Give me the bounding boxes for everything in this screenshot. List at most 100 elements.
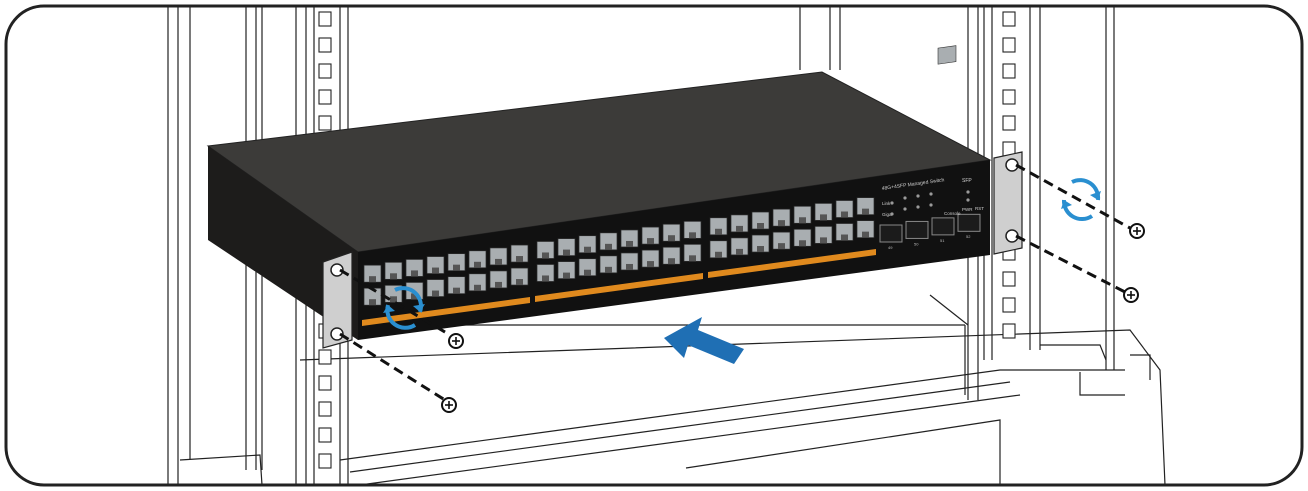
port-latch — [736, 248, 743, 255]
rail-hole — [318, 375, 332, 391]
port-latch — [799, 217, 806, 224]
port-latch — [689, 255, 696, 262]
sfp-port-number: 51 — [940, 238, 945, 243]
sfp-port — [879, 224, 903, 243]
rail-hole — [318, 89, 332, 105]
rail-hole — [1002, 37, 1016, 53]
switch-side-panel — [208, 146, 358, 340]
port-latch — [542, 252, 549, 259]
rail-hole — [318, 453, 332, 469]
rail-hole — [1002, 11, 1016, 27]
status-led — [916, 205, 920, 209]
port-latch — [432, 267, 439, 274]
console-label: Console — [944, 211, 961, 216]
port-latch — [432, 290, 439, 297]
port-latch — [411, 293, 418, 300]
sfp-port-numbers: 49 50 51 52 — [888, 234, 971, 250]
status-led — [966, 198, 970, 202]
rail-hole — [318, 427, 332, 443]
port-latch — [757, 223, 764, 230]
port-group-strip-2 — [535, 273, 703, 302]
push-arrow-icon — [664, 317, 744, 364]
port-latch — [453, 264, 460, 271]
port-latch — [390, 296, 397, 303]
status-led — [903, 196, 907, 200]
right-mounting-bracket — [993, 151, 1023, 255]
sfp-port-number: 52 — [966, 234, 971, 239]
status-led — [966, 190, 970, 194]
screw-icon — [1129, 223, 1145, 239]
port-latch — [605, 266, 612, 273]
ethernet-port — [489, 247, 508, 266]
screw-icon — [441, 397, 457, 413]
rail-hole — [1002, 115, 1016, 131]
port-latch — [715, 228, 722, 235]
port-latch — [563, 249, 570, 256]
port-group-strip-3 — [708, 249, 876, 278]
rail-hole — [1002, 323, 1016, 339]
port-latch — [542, 275, 549, 282]
port-latch — [605, 243, 612, 250]
port-latch — [495, 258, 502, 265]
rst-label: RST — [975, 206, 984, 211]
port-latch — [862, 208, 869, 215]
port-latch — [474, 261, 481, 268]
port-latch — [736, 225, 743, 232]
rail-hole — [1002, 297, 1016, 313]
rail-hole — [318, 349, 332, 365]
network-switch: 48G+4SFP Managed Switch SFP Link Giga Co… — [206, 45, 992, 340]
sfp-port — [957, 213, 981, 232]
console-port — [937, 45, 957, 65]
left-mounting-bracket — [322, 251, 353, 349]
pwr-label: PWR — [962, 207, 973, 212]
port-latch — [516, 279, 523, 286]
link-label: Link — [882, 201, 891, 206]
port-latch — [584, 246, 591, 253]
port-latch — [516, 256, 523, 263]
rail-hole — [318, 115, 332, 131]
sfp-ports — [879, 213, 981, 243]
rail-hole — [1002, 89, 1016, 105]
screw-icon — [1123, 287, 1139, 303]
status-led — [916, 194, 920, 198]
port-latch — [841, 211, 848, 218]
rail-hole — [318, 37, 332, 53]
sfp-port-number: 49 — [888, 245, 893, 250]
port-latch — [841, 234, 848, 241]
status-led — [929, 192, 933, 196]
rail-hole — [318, 401, 332, 417]
port-latch — [647, 238, 654, 245]
sfp-label: SFP — [962, 178, 972, 184]
status-led — [890, 201, 894, 205]
port-latch — [715, 251, 722, 258]
port-latch — [495, 281, 502, 288]
port-latch — [626, 263, 633, 270]
status-led — [929, 203, 933, 207]
port-latch — [626, 240, 633, 247]
port-latch — [453, 287, 460, 294]
port-latch — [474, 284, 481, 291]
port-latch — [862, 231, 869, 238]
port-latch — [778, 243, 785, 250]
status-led — [903, 207, 907, 211]
port-latch — [369, 276, 376, 283]
sfp-port — [931, 217, 955, 236]
port-latch — [689, 232, 696, 239]
rotate-arrow-icon — [1061, 178, 1101, 222]
screw-icon — [448, 333, 464, 349]
port-latch — [778, 220, 785, 227]
screw-guide-lines — [339, 163, 1131, 402]
rail-hole — [1002, 63, 1016, 79]
port-latch — [668, 235, 675, 242]
rail-hole — [318, 11, 332, 27]
port-latch — [411, 270, 418, 277]
ethernet-ports — [363, 197, 875, 306]
port-latch — [799, 240, 806, 247]
status-led — [890, 212, 894, 216]
rotate-arrow-icon — [383, 286, 425, 330]
sfp-port — [905, 220, 929, 239]
sfp-port-number: 50 — [914, 241, 919, 246]
port-latch — [584, 269, 591, 276]
